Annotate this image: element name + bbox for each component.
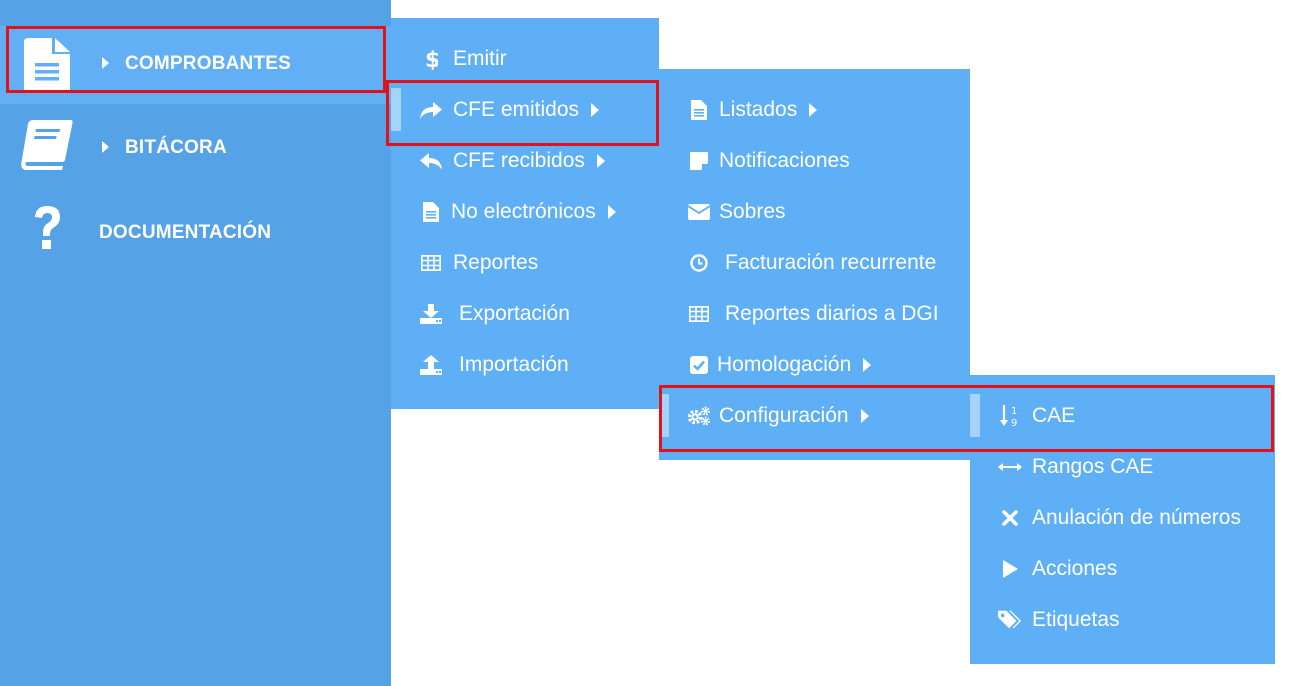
sidebar-item-label: DOCUMENTACIÓN — [99, 222, 272, 243]
caret-right-icon — [860, 408, 869, 423]
table-icon — [419, 251, 443, 275]
sidebar-item-comprobantes[interactable]: COMPROBANTES — [0, 26, 391, 104]
menu-item-label: CAE — [1032, 403, 1076, 427]
menu-item-importacion[interactable]: Importación — [391, 339, 659, 390]
menu-item-homologacion[interactable]: Homologación — [659, 339, 970, 390]
sticky-note-icon — [687, 149, 711, 173]
menu-item-reportes-diarios-dgi[interactable]: Reportes diarios a DGI — [659, 288, 970, 339]
question-icon — [20, 198, 74, 258]
menu-item-label: Anulación de números — [1032, 505, 1241, 529]
menu-item-listados[interactable]: Listados — [659, 84, 970, 135]
menu-item-no-electronicos[interactable]: No electrónicos — [391, 186, 659, 237]
menu-item-configuracion[interactable]: Configuración — [659, 390, 970, 441]
menu-item-label: CFE recibidos — [453, 148, 585, 172]
caret-right-icon — [607, 204, 616, 219]
menu-item-label: Notificaciones — [719, 148, 850, 172]
menu-item-label: Emitir — [453, 46, 507, 70]
menu-item-etiquetas[interactable]: Etiquetas — [970, 594, 1275, 645]
sort-numeric-icon: 1 9 — [998, 404, 1022, 428]
menu-item-exportacion[interactable]: Exportación — [391, 288, 659, 339]
file-icon — [419, 200, 443, 224]
menu-item-emitir[interactable]: $ Emitir — [391, 33, 659, 84]
caret-right-icon — [863, 357, 872, 372]
sidebar-item-documentacion[interactable]: DOCUMENTACIÓN — [0, 192, 391, 270]
menu-item-notificaciones[interactable]: Notificaciones — [659, 135, 970, 186]
menu-item-cae[interactable]: 1 9 CAE — [970, 390, 1275, 441]
file-icon — [687, 98, 711, 122]
sidebar-item-bitacora[interactable]: BITÁCORA — [0, 106, 391, 184]
menu-item-label: Configuración — [719, 403, 849, 427]
gears-icon — [687, 404, 711, 428]
dollar-icon: $ — [419, 47, 443, 71]
envelope-icon — [687, 200, 711, 224]
check-square-icon — [687, 353, 711, 377]
menu-item-acciones[interactable]: Acciones — [970, 543, 1275, 594]
tags-icon — [998, 608, 1022, 632]
book-icon — [20, 115, 74, 175]
menu-item-label: Acciones — [1032, 556, 1118, 580]
svg-text:1: 1 — [1011, 406, 1017, 417]
menu-item-label: Facturación recurrente — [725, 250, 937, 274]
menu-item-label: Rangos CAE — [1032, 454, 1154, 478]
share-arrow-icon — [419, 98, 443, 122]
menu-item-label: Sobres — [719, 199, 786, 223]
caret-right-icon — [102, 141, 109, 153]
menu-item-label: Reportes — [453, 250, 539, 274]
menu-item-label: Listados — [719, 97, 798, 121]
menu-item-label: Importación — [459, 352, 569, 376]
caret-right-icon — [596, 153, 605, 168]
menu-item-label: No electrónicos — [451, 199, 596, 223]
caret-right-icon — [102, 57, 109, 69]
clock-icon — [687, 251, 711, 275]
times-icon — [998, 506, 1022, 530]
table-icon — [687, 302, 711, 326]
menu-item-facturacion-recurrente[interactable]: Facturación recurrente — [659, 237, 970, 288]
sidebar-item-label: COMPROBANTES — [125, 53, 292, 74]
menu-item-label: Exportación — [459, 301, 570, 325]
menu-item-sobres[interactable]: Sobres — [659, 186, 970, 237]
arrows-horizontal-icon — [998, 455, 1022, 479]
menu-item-cfe-emitidos[interactable]: CFE emitidos — [391, 84, 659, 135]
menu-item-reportes[interactable]: Reportes — [391, 237, 659, 288]
sidebar: COMPROBANTES BITÁCORA DOCUMENTACIÓN — [0, 0, 391, 686]
submenu-configuracion: 1 9 CAE Rangos CAE Anulación de números … — [970, 375, 1275, 664]
menu-item-rangos-cae[interactable]: Rangos CAE — [970, 441, 1275, 492]
download-icon — [419, 302, 443, 326]
menu-item-label: Homologación — [717, 352, 852, 376]
play-icon — [998, 557, 1022, 581]
submenu-cfe-emitidos: Listados Notificaciones Sobres Facturaci… — [659, 69, 970, 460]
caret-right-icon — [591, 102, 600, 117]
submenu-comprobantes: $ Emitir CFE emitidos CFE recibidos No e… — [391, 18, 659, 409]
caret-right-icon — [809, 102, 818, 117]
reply-arrow-icon — [419, 149, 443, 173]
menu-item-cfe-recibidos[interactable]: CFE recibidos — [391, 135, 659, 186]
file-text-icon — [20, 35, 74, 95]
sidebar-item-label: BITÁCORA — [125, 137, 227, 158]
svg-text:9: 9 — [1011, 418, 1017, 428]
upload-icon — [419, 353, 443, 377]
svg-text:$: $ — [425, 48, 438, 70]
menu-item-label: Reportes diarios a DGI — [725, 301, 939, 325]
menu-item-label: CFE emitidos — [453, 97, 580, 121]
menu-item-label: Etiquetas — [1032, 607, 1120, 631]
menu-item-anulacion-de-numeros[interactable]: Anulación de números — [970, 492, 1275, 543]
